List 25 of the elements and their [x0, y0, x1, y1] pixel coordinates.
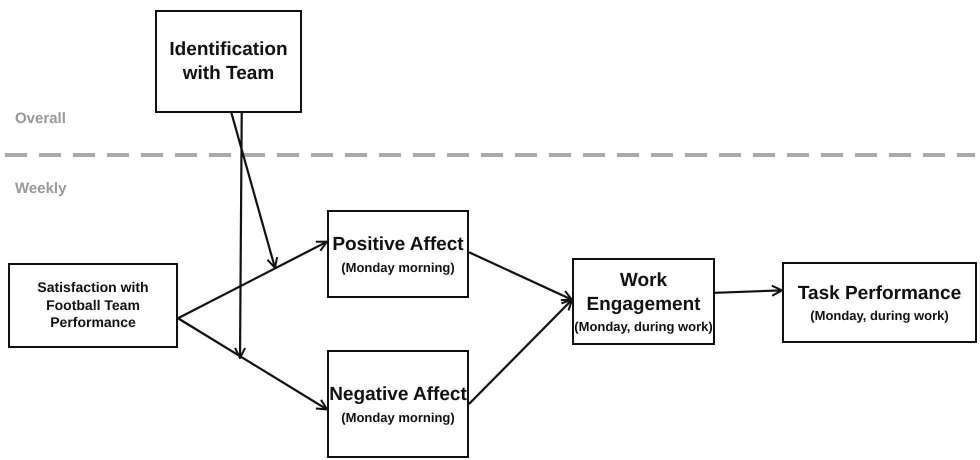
construct-box: [327, 350, 469, 458]
arrow: [714, 284, 783, 297]
timing-note: (Monday morning): [341, 410, 455, 425]
arrow: [230, 112, 278, 269]
construct-box: [782, 262, 977, 343]
timing-note: (Monday, during work): [810, 308, 949, 324]
construct-name: Negative Affect: [329, 383, 467, 407]
construct-box: [327, 210, 469, 298]
arrow: [234, 113, 246, 359]
arrow: [177, 317, 328, 410]
construct-name: Positive Affect: [332, 233, 464, 257]
arrow: [468, 251, 573, 302]
level-label: Weekly: [15, 180, 66, 197]
timing-note: (Monday, during work): [574, 319, 713, 334]
construct-box: [572, 258, 715, 345]
construct-box: [155, 10, 302, 113]
arrow: [468, 298, 573, 405]
construct-name: Task Performance: [798, 282, 962, 306]
level-label: Overall: [15, 110, 66, 127]
construct-name: Work Engagement: [585, 268, 702, 316]
arrow: [178, 240, 328, 320]
construct-box: [8, 263, 178, 348]
timing-note: (Monday morning): [341, 260, 455, 275]
construct-name: Identification with Team: [168, 38, 289, 86]
construct-name: Satisfaction with Football Team Performance: [36, 279, 150, 332]
